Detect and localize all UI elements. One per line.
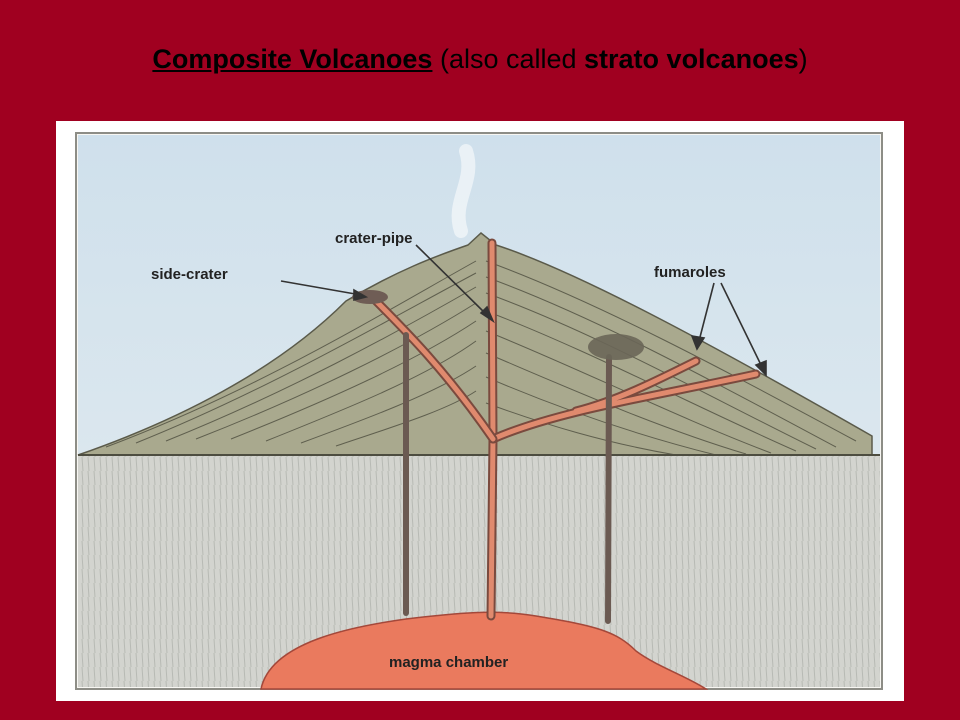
title-strato: strato volcanoes bbox=[584, 44, 799, 74]
fumarole-deposit bbox=[588, 334, 644, 360]
label-side-crater: side-crater bbox=[151, 266, 228, 283]
slide-title: Composite Volcanoes (also called strato … bbox=[0, 44, 960, 75]
label-fumaroles: fumaroles bbox=[654, 264, 726, 281]
title-mid: (also called bbox=[432, 44, 585, 74]
leader-arrows bbox=[280, 244, 767, 377]
conduits bbox=[369, 238, 761, 624]
volcano-diagram-panel: side-crater crater-pipe fumaroles magma … bbox=[56, 121, 904, 701]
volcano-cone bbox=[77, 232, 873, 456]
label-magma-chamber: magma chamber bbox=[389, 654, 508, 671]
label-crater-pipe: crater-pipe bbox=[335, 230, 413, 247]
cone-strata bbox=[105, 260, 857, 456]
magma-chamber bbox=[260, 611, 709, 690]
right-dyke bbox=[605, 354, 612, 624]
crater-vapour bbox=[451, 144, 476, 238]
title-end: ) bbox=[798, 44, 808, 74]
title-main: Composite Volcanoes bbox=[152, 44, 433, 74]
volcano-diagram: side-crater crater-pipe fumaroles magma … bbox=[75, 132, 883, 690]
